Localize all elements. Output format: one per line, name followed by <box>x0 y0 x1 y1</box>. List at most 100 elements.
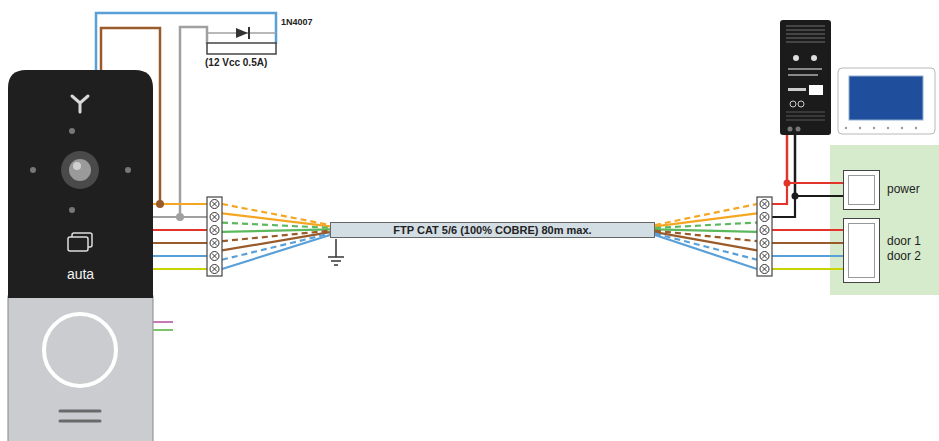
wire <box>655 223 757 228</box>
call-button <box>44 314 116 386</box>
camera-ring <box>61 151 99 189</box>
wire <box>153 242 207 244</box>
wire <box>153 255 207 257</box>
terminal-block <box>762 228 767 233</box>
speaker-slit <box>60 420 100 423</box>
terminal-block <box>210 200 219 209</box>
diode-triangle <box>236 28 248 38</box>
power-module <box>786 41 825 43</box>
terminal-block <box>760 226 769 235</box>
terminal-block <box>207 197 222 276</box>
junction-dots <box>784 180 791 187</box>
wire <box>772 229 843 231</box>
monitor <box>873 127 875 129</box>
power-module <box>786 119 825 121</box>
brand-label: auta <box>8 266 153 282</box>
wire <box>655 234 757 260</box>
junction-dots <box>156 200 164 208</box>
wire <box>222 234 330 260</box>
power-connector: power <box>843 170 880 210</box>
power-module <box>780 20 831 135</box>
power-module <box>786 25 825 27</box>
terminal-block <box>212 215 217 220</box>
power-module <box>790 101 796 107</box>
wire <box>153 229 207 231</box>
junction-dots <box>156 180 799 222</box>
connector-label: door 1 <box>887 234 921 248</box>
monitor <box>901 127 903 129</box>
terminal-block <box>210 265 219 274</box>
terminal-block <box>210 213 219 222</box>
power-module <box>786 115 825 117</box>
door-connector: door 1door 2 <box>843 218 880 283</box>
speaker-slit <box>60 410 100 413</box>
diode-symbol <box>236 27 249 39</box>
blue-wire <box>96 13 276 70</box>
wire <box>772 255 843 257</box>
power-module <box>788 68 822 70</box>
led <box>30 167 36 173</box>
terminal-block <box>212 254 217 259</box>
monitor <box>859 127 861 129</box>
door-station: auta <box>8 70 153 441</box>
monitor <box>849 76 923 120</box>
power-module <box>809 85 823 95</box>
led <box>69 207 75 213</box>
led <box>125 167 131 173</box>
terminal-block <box>210 239 219 248</box>
wire <box>772 242 843 244</box>
module-wires <box>794 135 797 196</box>
module-wires <box>786 135 789 183</box>
junction-dots <box>792 193 799 200</box>
power-module <box>786 33 825 35</box>
power-module <box>811 55 817 61</box>
wire <box>222 223 330 228</box>
terminal-block <box>760 213 769 222</box>
monitor <box>887 127 889 129</box>
green-panel <box>830 145 939 295</box>
terminal-block <box>760 252 769 261</box>
terminal-block <box>212 241 217 246</box>
wire <box>772 196 843 217</box>
wire <box>153 268 207 270</box>
module-wires <box>787 135 795 196</box>
terminal-block <box>760 200 769 209</box>
power-module <box>793 55 799 61</box>
power-module <box>786 111 825 113</box>
power-module <box>786 112 825 120</box>
terminal-block <box>212 228 217 233</box>
terminal-block <box>762 202 767 207</box>
part-number: 1N4007 <box>281 17 313 27</box>
gray-wire <box>180 27 207 217</box>
cable-label: FTP CAT 5/6 (100% COBRE) 80m max. <box>393 224 591 237</box>
power-module <box>796 127 801 132</box>
station-silver <box>8 296 153 441</box>
power-module <box>788 127 793 132</box>
door-station-art <box>8 70 153 441</box>
power-module <box>798 101 804 107</box>
terminal-block <box>762 254 767 259</box>
magenta-wire <box>153 321 173 323</box>
wire-bundle <box>655 223 843 269</box>
wire <box>222 235 330 269</box>
diode-bar <box>248 27 250 39</box>
monitor <box>845 127 917 129</box>
monitor <box>838 68 935 134</box>
ground-symbol <box>334 264 338 266</box>
power-module <box>780 20 831 135</box>
terminal-block <box>760 239 769 248</box>
terminal-block <box>760 265 769 274</box>
terminal-block <box>762 267 767 272</box>
terminal-block <box>757 197 772 276</box>
wire-bundle <box>153 204 330 269</box>
terminal-block <box>207 197 222 276</box>
wire <box>772 268 843 270</box>
green-wire <box>153 329 173 331</box>
monitor <box>838 68 935 134</box>
terminal-block <box>757 197 772 276</box>
wire <box>655 235 757 269</box>
station-black <box>8 70 153 298</box>
connector-label: door 2 <box>887 249 921 263</box>
power-module <box>786 37 825 39</box>
